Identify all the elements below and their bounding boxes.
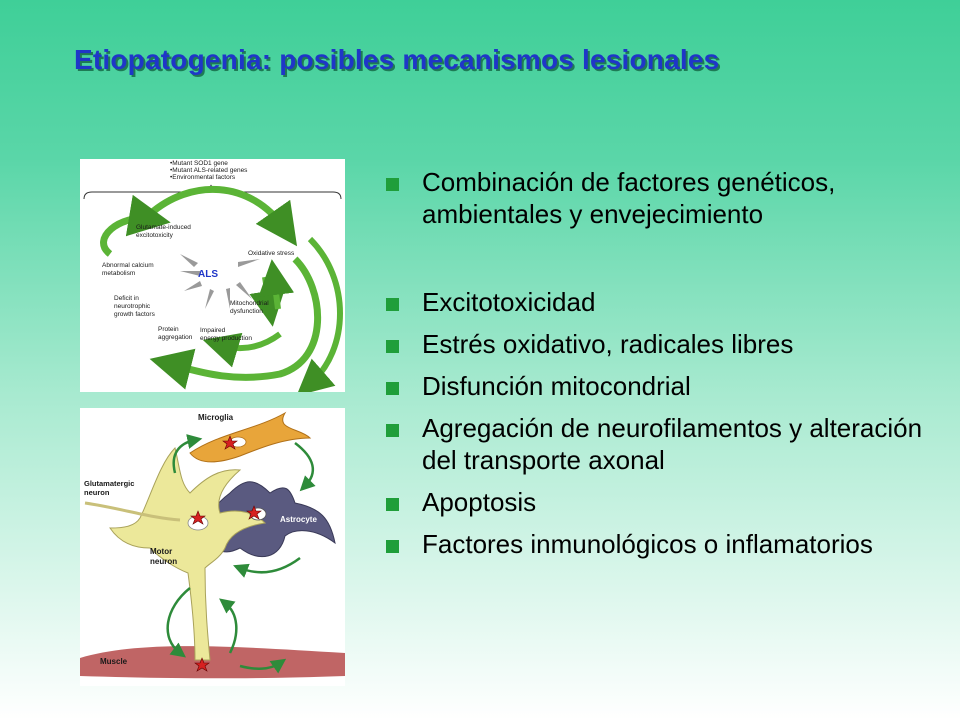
loop-arrow-mito-2 bbox=[258, 259, 295, 310]
bullet-text: Disfunción mitocondrial bbox=[422, 371, 691, 401]
bullet-list: Combinación de factores genéticos, ambie… bbox=[386, 166, 946, 560]
bullet-marker bbox=[386, 498, 399, 511]
bullet-marker bbox=[386, 540, 399, 553]
factor-als-genes: •Mutant ALS-related genes bbox=[170, 167, 248, 174]
bullet-item: Combinación de factores genéticos, ambie… bbox=[386, 166, 946, 230]
label-astrocyte: Astrocyte bbox=[280, 515, 317, 524]
slide-title: Etiopatogenia: posibles mecanismos lesio… bbox=[74, 44, 720, 75]
label-glutamate: Glutamate-induced bbox=[136, 224, 191, 231]
bullet-item: Estrés oxidativo, radicales libres bbox=[386, 328, 946, 360]
bullet-marker bbox=[386, 382, 399, 395]
label-glutamatergic-neuron: neuron bbox=[84, 488, 110, 497]
microglia-cell bbox=[189, 411, 312, 463]
label-deficit: Deficit in bbox=[114, 295, 139, 302]
bullet-item: Apoptosis bbox=[386, 486, 946, 518]
label-microglia: Microglia bbox=[198, 413, 234, 422]
glutamatergic-axon bbox=[84, 501, 181, 522]
bullet-item: Agregación de neurofilamentos y alteraci… bbox=[386, 412, 946, 476]
bullet-text: Estrés oxidativo, radicales libres bbox=[422, 329, 794, 359]
label-calcium: Abnormal calcium bbox=[102, 262, 154, 269]
loop-arrow-bottom bbox=[202, 331, 282, 368]
bullet-text: Excitotoxicidad bbox=[422, 287, 596, 317]
motor-neuron-cell bbox=[109, 447, 267, 661]
factor-sod1: •Mutant SOD1 gene bbox=[170, 160, 228, 167]
label-motor-neuron: neuron bbox=[150, 557, 177, 566]
als-mechanisms-diagram: •Mutant SOD1 gene •Mutant ALS-related ge… bbox=[83, 160, 343, 392]
label-aggregation: aggregation bbox=[158, 334, 193, 341]
bullet-text: Factores inmunológicos o inflamatorios bbox=[422, 529, 873, 559]
loop-arrow-left bbox=[100, 194, 171, 257]
bullet-marker bbox=[386, 340, 399, 353]
loop-arrow-right bbox=[149, 256, 322, 390]
label-excitotoxicity: excitotoxicity bbox=[136, 232, 174, 239]
label-energy-production: energy production bbox=[200, 335, 252, 342]
gray-arrows bbox=[180, 254, 260, 309]
label-impaired: Impaired bbox=[200, 327, 226, 334]
bullet-item: Factores inmunológicos o inflamatorios bbox=[386, 528, 946, 560]
loop-arrow-far-right bbox=[296, 236, 343, 392]
label-muscle: Muscle bbox=[100, 657, 128, 666]
bullet-item: Excitotoxicidad bbox=[386, 286, 946, 318]
damage-stars bbox=[190, 435, 262, 672]
cell-arrows bbox=[166, 434, 316, 674]
bullet-text: Apoptosis bbox=[422, 487, 537, 517]
bullet-text: Combinación de factores genéticos, ambie… bbox=[422, 167, 836, 229]
cells-figure: Microglia Glutamatergic neuron Astrocyte… bbox=[80, 408, 345, 686]
als-mechanisms-figure: •Mutant SOD1 gene •Mutant ALS-related ge… bbox=[80, 159, 345, 392]
label-protein: Protein bbox=[158, 326, 179, 333]
bullet-text: Agregación de neurofilamentos y alteraci… bbox=[422, 413, 923, 475]
brace bbox=[83, 184, 342, 200]
label-oxidative-stress: Oxidative stress bbox=[248, 250, 295, 257]
bullet-marker bbox=[386, 298, 399, 311]
label-neurotrophic: neurotrophic bbox=[114, 303, 151, 310]
label-growth-factors: growth factors bbox=[114, 311, 156, 318]
label-motor: Motor bbox=[150, 547, 172, 556]
bullet-item: Disfunción mitocondrial bbox=[386, 370, 946, 402]
bullet-marker bbox=[386, 178, 399, 191]
factor-environmental: •Environmental factors bbox=[170, 174, 236, 181]
label-dysfunction: dysfunction bbox=[230, 308, 263, 315]
als-center-label: ALS bbox=[198, 269, 218, 280]
label-calcium-metabolism: metabolism bbox=[102, 270, 135, 277]
label-glutamatergic: Glutamatergic bbox=[84, 479, 134, 488]
bullet-marker bbox=[386, 424, 399, 437]
cells-illustration: Microglia Glutamatergic neuron Astrocyte… bbox=[80, 411, 345, 679]
label-mitochondrial: Mitochondrial bbox=[230, 300, 269, 307]
